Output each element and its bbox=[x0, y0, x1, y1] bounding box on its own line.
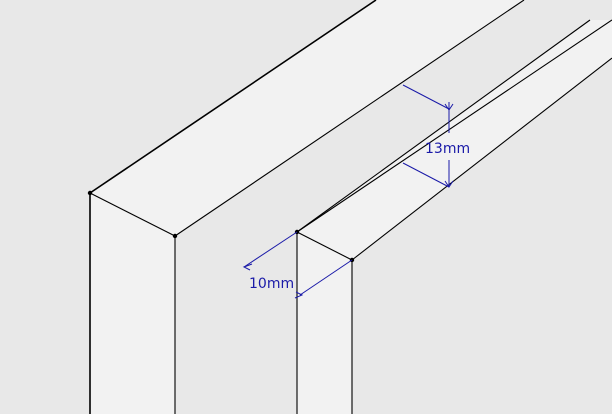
right-wall-top-front-edge bbox=[296, 231, 353, 261]
extension-line bbox=[243, 231, 298, 268]
arrow-head-icon bbox=[294, 291, 304, 299]
vertex-point[interactable] bbox=[87, 190, 93, 196]
right-wall-inner-top-edge bbox=[296, 19, 612, 233]
extension-line bbox=[402, 162, 450, 188]
extension-line bbox=[402, 84, 450, 110]
groove-back-edge bbox=[296, 19, 591, 233]
groove-depth-dimension[interactable] bbox=[402, 84, 454, 188]
arrow-head-icon bbox=[242, 263, 253, 271]
left-panel-front-face[interactable] bbox=[90, 193, 175, 414]
extension-line bbox=[299, 259, 353, 296]
arrow-head-icon bbox=[444, 103, 454, 111]
left-wall-top-face[interactable] bbox=[90, 0, 524, 236]
right-wall-front-face[interactable] bbox=[297, 232, 352, 414]
left-outer-top-edge bbox=[89, 0, 377, 194]
right-wall-outer-top-edge bbox=[351, 57, 612, 261]
groove-width-label[interactable]: 10mm bbox=[249, 276, 294, 292]
right-wall-top-face[interactable] bbox=[297, 20, 612, 260]
arrow-head-icon bbox=[444, 180, 454, 188]
groove-floor bbox=[175, 0, 560, 414]
groove-width-dimension[interactable] bbox=[242, 231, 353, 299]
left-panel-top-edge bbox=[89, 192, 176, 237]
model-edges bbox=[89, 0, 612, 414]
groove-depth-label[interactable]: 13mm bbox=[425, 141, 470, 157]
left-wall-inner-top-edge bbox=[174, 0, 525, 237]
vertex-point[interactable] bbox=[172, 233, 178, 239]
